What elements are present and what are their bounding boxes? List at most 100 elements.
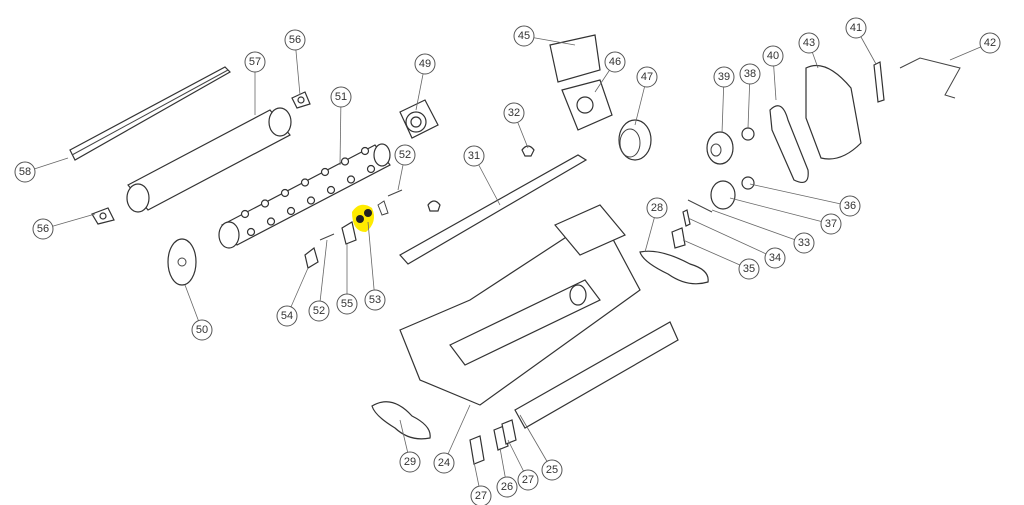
callout: 49	[414, 53, 436, 111]
callout: 27	[507, 439, 539, 491]
part-54-bracket	[304, 246, 319, 269]
leader-line	[729, 197, 832, 225]
callout-number: 54	[281, 310, 293, 322]
callout: 25	[519, 414, 563, 481]
callout-bubble	[414, 53, 436, 75]
callout-number: 52	[399, 149, 411, 161]
flail-knife	[260, 199, 270, 208]
part-33-34-35-bolts	[671, 199, 713, 249]
callout: 46	[594, 51, 626, 93]
callout: 54	[276, 267, 309, 327]
callout-bubble	[503, 102, 525, 124]
part-50-disc	[167, 238, 197, 286]
callout-bubble	[738, 258, 760, 280]
callout-bubble	[798, 32, 820, 54]
callout-bubble	[739, 63, 761, 85]
flail-knife	[246, 227, 256, 237]
callout-bubble	[839, 195, 861, 217]
flail-knife	[340, 157, 350, 166]
callout-bubble	[394, 144, 416, 166]
callout-bubble	[845, 17, 867, 39]
callout: 56	[284, 29, 306, 96]
callout-number: 25	[546, 464, 558, 476]
callout: 37	[729, 197, 842, 235]
callout-number: 40	[767, 50, 779, 62]
callout-number: 46	[609, 56, 621, 68]
callout: 26	[496, 447, 518, 498]
leader-line	[339, 96, 342, 166]
callout-bubble	[496, 476, 518, 498]
callout: 24	[433, 404, 471, 474]
callout-number: 49	[419, 58, 431, 70]
part-46-gearbox	[561, 79, 613, 131]
callout-bubble	[764, 247, 786, 269]
part-39-pulley	[706, 131, 734, 165]
callout: 53	[364, 221, 386, 311]
callout: 52	[308, 239, 330, 322]
callout-bubble	[793, 232, 815, 254]
flail-knife	[360, 146, 370, 156]
callout: 43	[798, 32, 820, 69]
callout-number: 31	[468, 150, 480, 162]
callout: 40	[762, 45, 784, 101]
callout: 33	[711, 209, 815, 254]
callout-number: 41	[850, 22, 862, 34]
flail-knife	[266, 217, 276, 226]
callout-bubble	[336, 293, 358, 315]
part-43-guard	[805, 64, 862, 160]
callout-number: 28	[651, 202, 663, 214]
callout: 57	[244, 51, 266, 115]
callout-number: 52	[313, 305, 325, 317]
callout-bubble	[276, 305, 298, 327]
callout: 39	[713, 66, 735, 134]
part-58-plate	[69, 66, 231, 161]
callout-number: 38	[744, 68, 756, 80]
part-25-deflector	[514, 321, 679, 429]
callout-number: 27	[475, 490, 487, 502]
callout-bubble	[820, 213, 842, 235]
part-57-roller	[126, 107, 292, 213]
part-52-bolt	[319, 189, 403, 241]
callout-number: 53	[369, 294, 381, 306]
part-49-bearing-housing	[399, 99, 439, 139]
part-29-skid	[371, 401, 431, 440]
callout-number: 36	[844, 200, 856, 212]
flail-knife	[366, 164, 376, 174]
callout-number: 51	[335, 91, 347, 103]
leader-line	[687, 217, 776, 259]
callout-number: 39	[718, 71, 730, 83]
part-47-coupling	[618, 119, 652, 161]
callout-number: 29	[404, 456, 416, 468]
callout-bubble	[636, 66, 658, 88]
callout-bubble	[463, 145, 485, 167]
leader-line	[318, 239, 328, 312]
callout: 42	[949, 32, 1001, 61]
callout-number: 56	[289, 34, 301, 46]
callout: 29	[399, 419, 421, 473]
callout-bubble	[284, 29, 306, 51]
callout: 45	[513, 25, 576, 47]
part-56-bearing-left	[91, 207, 115, 225]
callout-bubble	[979, 32, 1001, 54]
callout-number: 27	[522, 474, 534, 486]
leader-line	[443, 404, 471, 464]
callout: 35	[682, 239, 760, 280]
callout-number: 43	[803, 37, 815, 49]
callout-number: 35	[743, 263, 755, 275]
flail-knife	[240, 209, 250, 219]
flail-knife	[280, 188, 290, 198]
flail-knife	[326, 185, 336, 195]
callout-number: 24	[438, 457, 450, 469]
part-36-tensioner	[741, 176, 755, 190]
main-frame	[399, 204, 641, 406]
callout-number: 47	[641, 71, 653, 83]
callout-bubble	[470, 485, 492, 505]
callout-bubble	[541, 459, 563, 481]
callout-bubble	[604, 51, 626, 73]
callout: 51	[330, 86, 352, 166]
leader-line	[519, 414, 553, 471]
flail-knife	[286, 206, 296, 216]
callout-bubble	[244, 51, 266, 73]
part-31-bar	[399, 154, 588, 265]
